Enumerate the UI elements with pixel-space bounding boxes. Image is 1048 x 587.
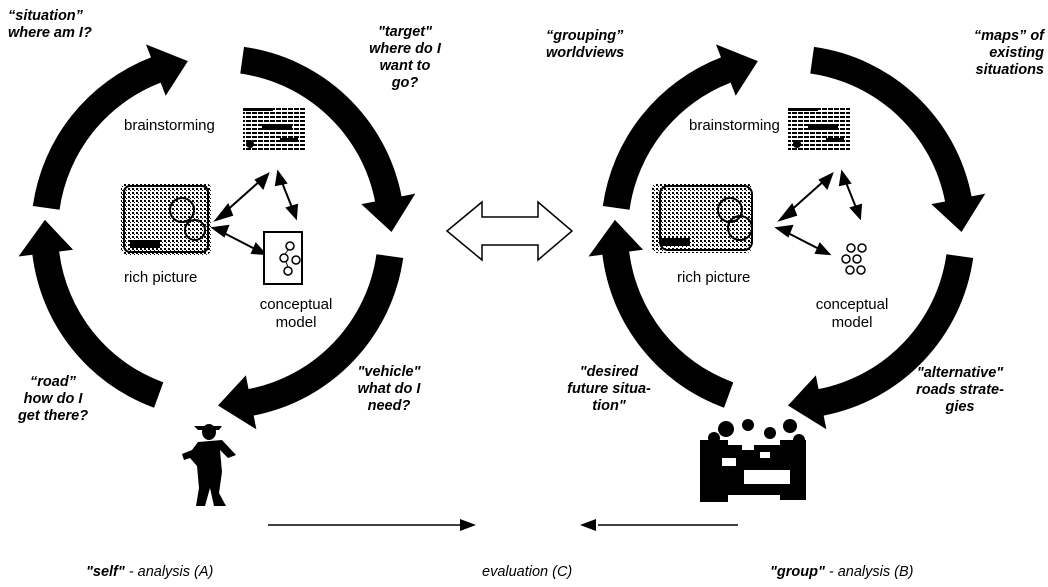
self-analysis-text: - analysis (A) (124, 564, 214, 580)
alternative-quote: "alternative" (916, 365, 1004, 381)
desired-text-1: future situa- (567, 381, 651, 397)
vehicle-quote: "vehicle" (357, 364, 421, 380)
left-inner-arrows (210, 169, 299, 256)
maps-quote: “maps” of (973, 28, 1044, 44)
alternative-text-1: roads strate- (916, 382, 1004, 398)
left-arrow-target-to-vehicle (240, 46, 416, 232)
right-rich-picture-icon (652, 183, 753, 253)
right-rich-picture-label: rich picture (677, 269, 751, 286)
alternative-label: "alternative" roads strate- gies (900, 365, 1020, 416)
right-conceptual-model-label: conceptual model (800, 296, 904, 332)
situation-label: “situation” where am I? (8, 8, 92, 42)
left-arrow-vehicle-to-road (218, 254, 404, 430)
right-inner-arrows (774, 169, 863, 256)
left-conceptual-model-icon (263, 231, 303, 285)
road-text-2: get there? (17, 408, 89, 424)
right-arrow-grouping-to-maps (602, 44, 758, 210)
left-brainstorming-label: brainstorming (124, 117, 215, 134)
group-analysis-label: "group" - analysis (B) (770, 564, 913, 581)
right-brainstorming-icon (788, 106, 850, 152)
self-to-evaluation-arrow (268, 519, 476, 531)
right-brainstorming-label: brainstorming (689, 117, 780, 134)
left-rich-picture-label: rich picture (124, 269, 198, 286)
road-label: “road” how do I get there? (6, 374, 100, 425)
target-label: "target" where do I want to go? (357, 24, 453, 92)
group-analysis-text: - analysis (B) (824, 564, 914, 580)
left-arrow-road-to-situation (18, 219, 164, 408)
situation-quote: “situation” (8, 8, 83, 24)
road-quote: “road” (30, 374, 76, 390)
grouping-text: worldviews (546, 45, 625, 61)
desired-label: "desired future situa- tion" (554, 364, 664, 415)
double-headed-arrow (445, 200, 574, 262)
target-text-2: want to (379, 58, 431, 74)
right-arrow-desired-to-grouping (588, 219, 734, 408)
right-cycle-arrows (588, 44, 986, 430)
target-quote: "target" (377, 24, 433, 40)
right-conceptual-text-2: model (831, 314, 873, 331)
target-text-3: go? (391, 75, 419, 91)
road-text-1: how do I (23, 391, 83, 407)
grouping-quote: “grouping” (546, 28, 624, 44)
left-arrow-situation-to-target (32, 44, 188, 210)
vehicle-label: "vehicle" what do I need? (343, 364, 435, 415)
situation-text: where am I? (8, 25, 92, 41)
maps-text-1: existing (989, 45, 1044, 61)
target-text-1: where do I (369, 41, 441, 57)
group-meeting-silhouette-icon (700, 419, 806, 502)
left-conceptual-text-2: model (275, 314, 317, 331)
alternative-text-2: gies (945, 399, 975, 415)
maps-label: “maps” of existing situations (940, 28, 1044, 79)
left-brainstorming-icon (243, 106, 305, 152)
desired-quote: "desired (579, 364, 639, 380)
right-arrow-alternative-to-desired (788, 254, 974, 430)
person-silhouette-icon (182, 424, 236, 506)
desired-text-2: tion" (592, 398, 626, 414)
left-cycle-arrows (18, 44, 416, 430)
group-quote: "group" (770, 564, 825, 580)
right-arrow-maps-to-alternative (810, 46, 986, 232)
right-conceptual-text-1: conceptual (815, 296, 889, 313)
self-quote: "self" (86, 564, 125, 580)
vehicle-text-1: what do I (357, 381, 421, 397)
left-rich-picture-icon (121, 183, 211, 255)
vehicle-text-2: need? (367, 398, 411, 414)
group-to-evaluation-arrow (580, 519, 738, 531)
self-analysis-label: "self" - analysis (A) (86, 564, 213, 581)
grouping-label: “grouping” worldviews (546, 28, 624, 62)
maps-text-2: situations (975, 62, 1044, 78)
left-conceptual-model-label: conceptual model (244, 296, 348, 332)
evaluation-label: evaluation (C) (482, 564, 573, 580)
right-conceptual-model-icon (841, 243, 867, 275)
left-conceptual-text-1: conceptual (259, 296, 333, 313)
